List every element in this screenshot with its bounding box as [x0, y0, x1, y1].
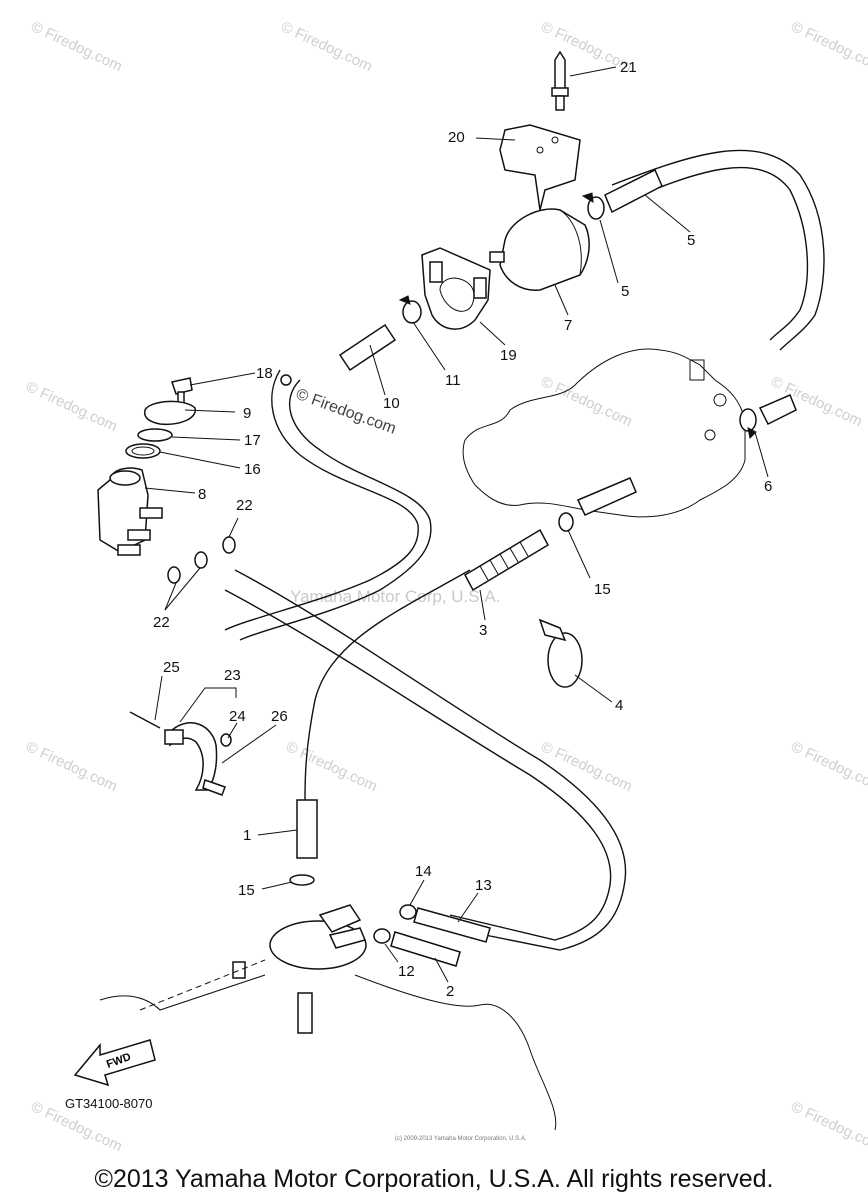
part-22-clamps — [167, 536, 236, 584]
part-18-bolt — [171, 374, 292, 407]
part-21-rivet — [551, 50, 569, 111]
callout-15-upper: 15 — [594, 581, 611, 598]
part-13-hose — [413, 907, 491, 943]
part-6-fuel-filter — [489, 208, 590, 291]
callout-15-lower: 15 — [238, 882, 255, 899]
part-23-band-set — [129, 711, 232, 796]
callout-9: 10 — [383, 395, 400, 412]
part-10-clamp — [398, 295, 422, 324]
callout-16: 16 — [244, 461, 261, 478]
callout-6: 7 — [564, 317, 572, 334]
part-9-hose — [338, 323, 397, 372]
watermark: © Firedog.com — [788, 18, 868, 75]
diagram-code: GT34100-8070 — [65, 1096, 152, 1111]
callout-10: 11 — [445, 372, 461, 389]
watermark: © Firedog.com — [278, 18, 375, 75]
copyright-footer: ©2013 Yamaha Motor Corporation, U.S.A. A… — [94, 1165, 774, 1193]
part-17-gasket — [137, 428, 173, 442]
part-1-hose — [296, 799, 318, 859]
watermark: © Firedog.com — [788, 738, 868, 795]
part-5-clamp-right — [739, 408, 757, 440]
callout-14: 14 — [415, 863, 432, 880]
fuel-tank-outlet — [232, 904, 367, 1034]
callout-24: 24 — [229, 708, 246, 725]
callout-21: 21 — [620, 59, 637, 76]
fwd-arrow: FWD — [73, 1039, 156, 1087]
hull-outline — [99, 959, 557, 1131]
callout-7: 8 — [198, 486, 206, 503]
part-11-hose — [390, 931, 461, 967]
watermark: © Firedog.com — [538, 738, 635, 795]
hose-routing — [224, 149, 825, 951]
callout-19: 19 — [500, 347, 517, 364]
part-19-filter-holder — [421, 247, 491, 330]
callout-20: 20 — [448, 129, 465, 146]
callout-23: 23 — [224, 667, 241, 684]
watermark: © Firedog.com — [283, 738, 380, 795]
callout-17: 17 — [244, 432, 261, 449]
leader-lines — [144, 66, 769, 983]
callout-11: 2 — [446, 983, 454, 1000]
part-5-clamp-upper — [581, 192, 605, 220]
callout-13: 13 — [475, 877, 492, 894]
watermark-center-text: Yamaha Motor Corp, U.S.A. — [290, 587, 500, 606]
part-2-hose — [464, 528, 549, 592]
watermark: © Firedog.com — [23, 378, 120, 435]
part-14-clamp — [399, 904, 417, 920]
callout-4: 5 — [687, 232, 695, 249]
jet-pump-housing — [462, 348, 746, 518]
callout-25: 25 — [163, 659, 180, 676]
callout-22-upper: 22 — [236, 497, 253, 514]
part-4-hose — [604, 168, 797, 426]
part-8-plate — [143, 400, 196, 426]
callout-labels: 21 20 5 5 7 19 11 10 18 9 17 16 8 6 22 1… — [153, 59, 772, 1000]
callout-2: 3 — [479, 622, 487, 639]
watermark: © Firedog.com — [23, 738, 120, 795]
watermark: © Firedog.com — [788, 1098, 868, 1155]
callout-1: 1 — [243, 827, 251, 844]
callout-12: 12 — [398, 963, 415, 980]
part-15-clamp-upper — [558, 477, 637, 532]
callout-18: 18 — [256, 365, 273, 382]
callout-8: 9 — [243, 405, 251, 422]
callout-22-lower: 22 — [153, 614, 170, 631]
part-3-band — [538, 618, 583, 688]
watermark: © Firedog.com — [28, 18, 125, 75]
part-16-o-ring — [125, 443, 161, 459]
callout-3: 4 — [615, 697, 623, 714]
part-12-clamp — [373, 928, 391, 944]
callout-26: 26 — [271, 708, 288, 725]
part-20-bracket — [499, 124, 581, 211]
part-15-clamp-lower — [289, 874, 315, 886]
callout-5-right: 6 — [764, 478, 772, 495]
watermark: © Firedog.com — [538, 373, 635, 430]
part-7-fuel-cock — [97, 467, 163, 556]
tiny-copyright: (c) 2009-2013 Yamaha Motor Corporation, … — [395, 1136, 527, 1142]
callout-5-upper: 5 — [621, 283, 629, 300]
